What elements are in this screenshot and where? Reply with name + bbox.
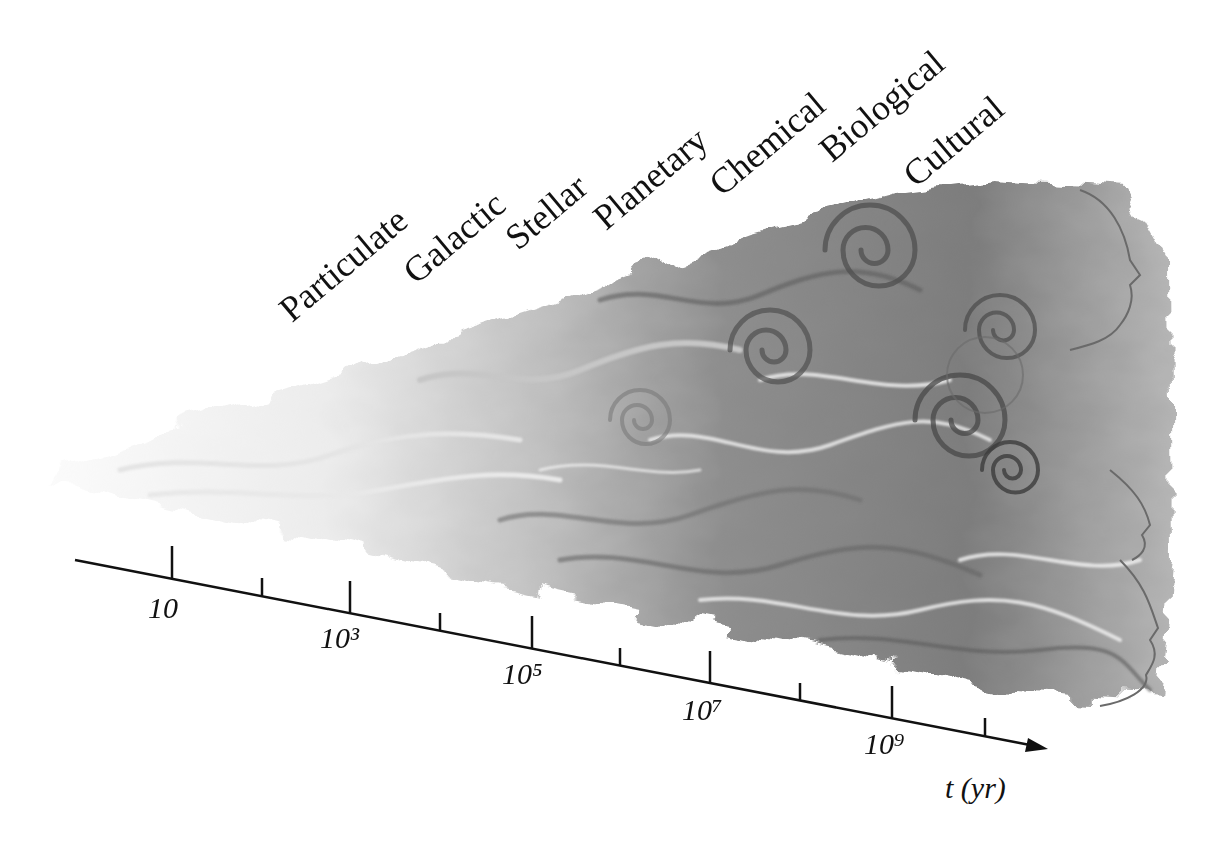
tick-label: 10⁵ [502,657,542,692]
tick-label: 10³ [320,621,359,656]
tick-label: 10⁹ [864,727,904,762]
swirls [610,205,1038,493]
stage-label: Particulate [271,200,416,331]
stage-label: Planetary [585,119,716,238]
tick-label: 10 [148,591,178,626]
streaks [120,271,1150,690]
cloud-wedge [45,180,1172,700]
time-axis [75,546,1048,752]
stage-label: Galactic [395,184,513,293]
axis-title: t (yr) [945,771,1006,806]
stage-label: Chemical [701,84,833,204]
axis-ticks [172,546,985,736]
face-profiles [947,190,1158,706]
tick-label: 10⁷ [682,693,722,728]
